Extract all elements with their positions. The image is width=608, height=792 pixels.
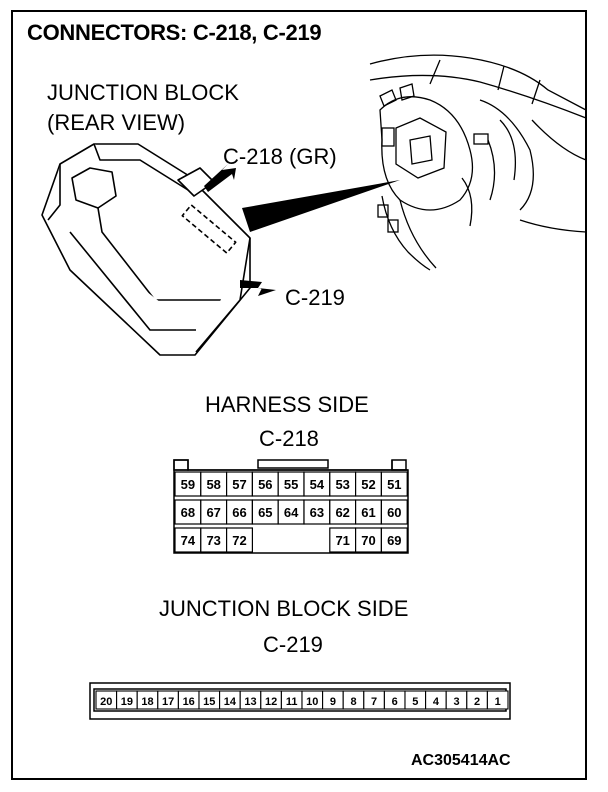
c218-pin-label: 62	[335, 505, 349, 520]
c219-pin-label: 11	[286, 696, 298, 708]
c218-connector-label: C-218	[259, 426, 319, 451]
c219-pin-label: 7	[371, 696, 377, 708]
c219-pin-label: 8	[350, 696, 356, 708]
figure-code: AC305414AC	[411, 752, 511, 769]
c219-pin-grid: 20 19 18 17 16 15 14 13 12 11 10 9 8 7 6 5 4 3 2 1	[95, 690, 509, 710]
c218-pin-label: 72	[232, 533, 246, 548]
c218-callout-arrow	[204, 164, 236, 192]
c219-pin-label: 10	[306, 696, 318, 708]
junction-block-side-heading: JUNCTION BLOCK SIDE	[159, 596, 409, 621]
c219-callout-arrow	[240, 280, 276, 296]
c218-pin-label: 69	[387, 533, 401, 548]
c219-pin-label: 20	[100, 696, 112, 708]
location-pointer	[242, 180, 400, 232]
junction-block-illustration	[41, 143, 251, 356]
c218-pin-label: 71	[335, 533, 349, 548]
c219-pin-label: 13	[244, 696, 256, 708]
harness-side-heading: HARNESS SIDE	[205, 392, 369, 417]
c219-pin-label: 17	[162, 696, 174, 708]
c218-pin-label: 55	[284, 477, 298, 492]
c218-pin-cell	[329, 499, 357, 525]
c219-pin-label: 9	[330, 696, 336, 708]
c219-pin-label: 18	[141, 696, 153, 708]
c218-pin-label: 74	[181, 533, 196, 548]
c219-pin-label: 3	[453, 696, 459, 708]
c218-pin-label: 56	[258, 477, 272, 492]
c218-pin-label: 60	[387, 505, 401, 520]
c218-pin-label: 52	[361, 477, 375, 492]
c218-pin-label: 66	[232, 505, 246, 520]
c218-pin-cell	[174, 499, 202, 525]
c219-pin-label: 12	[265, 696, 277, 708]
c218-pin-grid: 59 58 57 56 55 54 53 52 51 68 67 66 65 64 63 62 61 60 74 73…	[174, 471, 408, 553]
c218-pin-cell	[251, 471, 279, 497]
page-title: CONNECTORS: C-218, C-219	[27, 20, 322, 45]
c219-pin-label: 6	[392, 696, 398, 708]
c218-pin-cell	[200, 471, 228, 497]
c218-pin-label: 59	[181, 477, 195, 492]
c218-pin-cell	[355, 471, 383, 497]
c219-pin-label: 2	[474, 696, 480, 708]
c219-pin-label: 1	[495, 696, 501, 708]
c218-pin-cell	[226, 527, 254, 553]
c218-pin-cell	[303, 471, 331, 497]
figure-frame: CONNECTORS: C-218, C-219 JUNCTION BLOCK …	[11, 10, 587, 780]
c218-pin-cell	[226, 499, 254, 525]
junction-block-label: JUNCTION BLOCK	[47, 80, 239, 105]
c218-pin-cell	[226, 471, 254, 497]
c218-pin-label: 51	[387, 477, 401, 492]
c218-pin-label: 67	[206, 505, 220, 520]
c218-pin-label: 68	[181, 505, 195, 520]
c219-pin-cell	[486, 690, 509, 710]
instrument-panel-sketch	[369, 54, 587, 271]
c218-callout-label: C-218 (GR)	[223, 144, 337, 169]
c218-pin-label: 70	[361, 533, 375, 548]
c218-pin-label: 53	[335, 477, 349, 492]
c219-pin-label: 16	[183, 696, 195, 708]
c219-pin-label: 5	[412, 696, 418, 708]
c218-pin-cell	[380, 527, 408, 553]
c218-pin-cell	[329, 527, 357, 553]
c218-pin-label: 63	[310, 505, 324, 520]
c218-pin-cell	[277, 471, 305, 497]
c218-pin-cell	[174, 471, 202, 497]
c218-pin-label: 58	[206, 477, 220, 492]
c219-pin-label: 15	[203, 696, 215, 708]
c218-pin-cell	[355, 499, 383, 525]
c218-pin-cell	[251, 499, 279, 525]
c219-pin-label: 4	[433, 696, 440, 708]
c218-pin-label: 61	[361, 505, 375, 520]
c218-pin-label: 73	[206, 533, 220, 548]
c219-pin-label: 14	[224, 696, 237, 708]
junction-block-view-label: (REAR VIEW)	[47, 110, 186, 135]
c218-pin-cell	[380, 499, 408, 525]
c219-pin-label: 19	[121, 696, 133, 708]
c219-callout-label: C-219	[285, 285, 345, 310]
c218-pin-cell	[380, 471, 408, 497]
c218-pin-label: 64	[284, 505, 299, 520]
c218-pin-label: 57	[232, 477, 246, 492]
c218-pin-cell	[200, 527, 228, 553]
c218-pin-label: 54	[310, 477, 325, 492]
c218-connector-face	[173, 459, 409, 554]
c218-pin-label: 65	[258, 505, 272, 520]
c219-connector-label: C-219	[263, 632, 323, 657]
